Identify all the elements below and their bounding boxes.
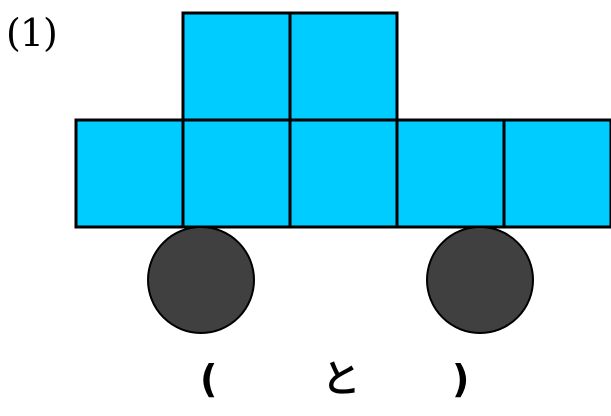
- bottom-block-1: [76, 120, 183, 227]
- bottom-block-2: [183, 120, 290, 227]
- answer-close-paren: ): [452, 360, 469, 398]
- top-block-2: [290, 13, 397, 120]
- wheel-1: [148, 227, 254, 333]
- bottom-block-3: [290, 120, 397, 227]
- top-block-1: [183, 13, 290, 120]
- wheel-group: [148, 227, 533, 333]
- answer-open-paren: (: [200, 360, 217, 398]
- block-group: [76, 13, 611, 227]
- answer-connector-to: と: [322, 360, 360, 398]
- bottom-block-4: [397, 120, 504, 227]
- bottom-block-5: [504, 120, 611, 227]
- answer-row: ( と ): [0, 360, 611, 410]
- wheel-2: [427, 227, 533, 333]
